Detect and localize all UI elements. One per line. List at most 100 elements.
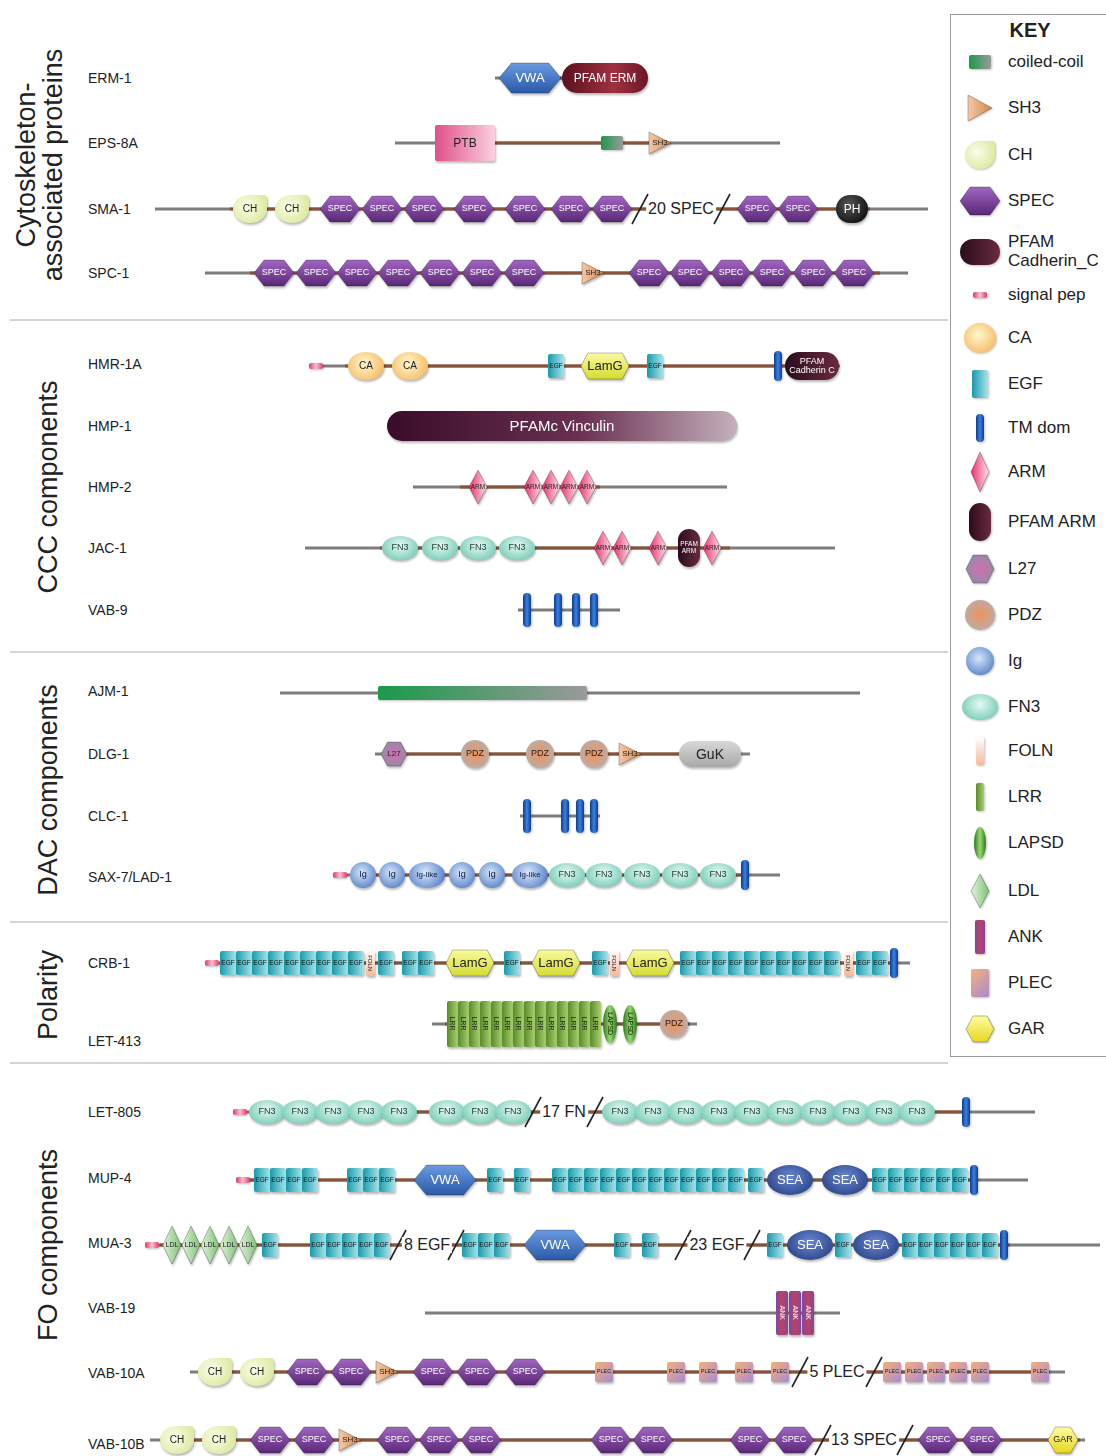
domain-label: PDZ [466,749,484,758]
protein-name: VAB-19 [88,1300,135,1316]
domain-label: CA [359,361,373,372]
legend-text: LAPSD [1008,834,1104,853]
legend-swatch [971,969,989,997]
domain-label: ARM [544,484,558,491]
domain-label: VWA [430,1173,459,1187]
domain-shape: EGF [856,951,872,975]
legend-text: PFAM Cadherin_C [1008,233,1104,270]
domain-shape: EGF [487,1168,503,1192]
protein-name: LET-413 [88,1033,141,1049]
divider-line [10,320,948,321]
tm-domain [970,1165,978,1195]
domain-shape: SPEC [711,260,751,286]
domain-label: EGF [935,1242,948,1249]
domain-shape: CH [202,1426,236,1454]
domain-label: EGF [585,1177,598,1184]
domain-label: SPEC [427,1435,452,1444]
domain-label: PFAMc Vinculin [510,418,615,434]
domain-label: EGF [285,960,298,967]
domain-label: LRR [514,1017,521,1031]
domain-shape: PDZ [660,1010,688,1038]
domain-label: Ig [359,870,367,879]
domain-shape: PLEC [699,1362,717,1382]
domain-shape: LRR [513,1001,524,1047]
legend-swatch [965,141,995,169]
domain-label: EGF [777,960,790,967]
domain-shape: FN3 [635,1100,671,1124]
legend-text: GAR [1008,1020,1104,1039]
domain-label: ARM [580,484,594,491]
domain-label: FN3 [776,1107,793,1116]
domain-label: ARM [651,545,665,552]
domain-label: FN3 [431,543,448,552]
domain-shape: LRR [491,1001,502,1047]
domain-label: LDL [204,1241,217,1248]
domain-shape: SPEC [737,196,777,222]
legend-text: PDZ [1008,606,1104,625]
domain-label: SPEC [637,268,662,277]
domain-shape: VWA [414,1165,476,1195]
domain-shape: EGF [254,1168,270,1192]
signal-peptide [236,1177,250,1183]
domain-shape: SPEC [778,196,818,222]
domain-label: SPEC [386,268,411,277]
domain-shape: EGF [358,1233,374,1257]
domain-label: LRR [481,1017,488,1031]
section-dividers [10,320,948,1063]
legend-swatch [971,452,989,492]
domain-label: SPEC [258,1435,283,1444]
domain-label: VWA [540,1238,569,1252]
legend-text: signal pep [1008,286,1104,305]
domain-shape: EGF [252,951,268,975]
domain-label: SPEC [412,204,437,213]
domain-shape: EGF [808,951,824,975]
domain-shape: PTB [435,125,495,161]
domain-label: FN3 [710,1107,727,1116]
domain-label: SPEC [302,1435,327,1444]
domain-label: LDL [242,1241,255,1248]
protein-backbone [310,365,840,368]
domain-label: SH3 [585,269,601,277]
domain-shape: EGF [760,951,776,975]
domain-shape: EGF [767,1233,783,1257]
domain-label: FN3 [438,1107,455,1116]
domain-label: EGF [697,960,710,967]
domain-label: EGF [749,1177,762,1184]
domain-label: SPEC [421,1367,446,1376]
domain-shape: PFAMc Vinculin [387,411,737,441]
domain-shape: PFAM Cadherin C [785,352,839,380]
domain-shape: LRR [469,1001,480,1047]
domain-shape: EGF [262,1233,278,1257]
domain-label: SPEC [304,268,329,277]
legend-swatch [960,239,1000,265]
domain-shape: SPEC [250,1427,290,1453]
legend-text: SH3 [1008,99,1104,118]
domain-label: PLEC [951,1369,965,1375]
domain-label: FN3 [743,1107,760,1116]
domain-shape: EGF [902,1233,918,1257]
legend-swatch [975,920,985,954]
domain-label: EGF [333,960,346,967]
domain-shape: SH3 [649,132,671,154]
legend-title: KEY [1009,19,1050,42]
domain-shape: ARM [703,531,721,565]
domain-label: LRR [470,1017,477,1031]
domain-label: EGF [327,1242,340,1249]
domain-shape: PFAM ERM [562,63,648,93]
domain-label: LDL [223,1241,236,1248]
domain-shape: FN3 [348,1100,384,1124]
signal-peptide [309,363,323,369]
legend-text: coiled-coil [1008,53,1104,72]
domain-shape: EGF [568,1168,584,1192]
protein-name: MUA-3 [88,1235,132,1251]
domain-label: EGF [697,1177,710,1184]
domain-label: SPEC [513,1367,538,1376]
domain-shape: EGF [648,1168,664,1192]
domain-label: ANK [804,1306,811,1320]
domain-label: SPEC [470,268,495,277]
domain-label: LDL [185,1241,198,1248]
domain-label: CA [403,361,417,372]
domain-shape: SEA [767,1165,813,1195]
domain-shape: LDL [182,1226,200,1264]
domain-label: SPEC [465,1367,490,1376]
